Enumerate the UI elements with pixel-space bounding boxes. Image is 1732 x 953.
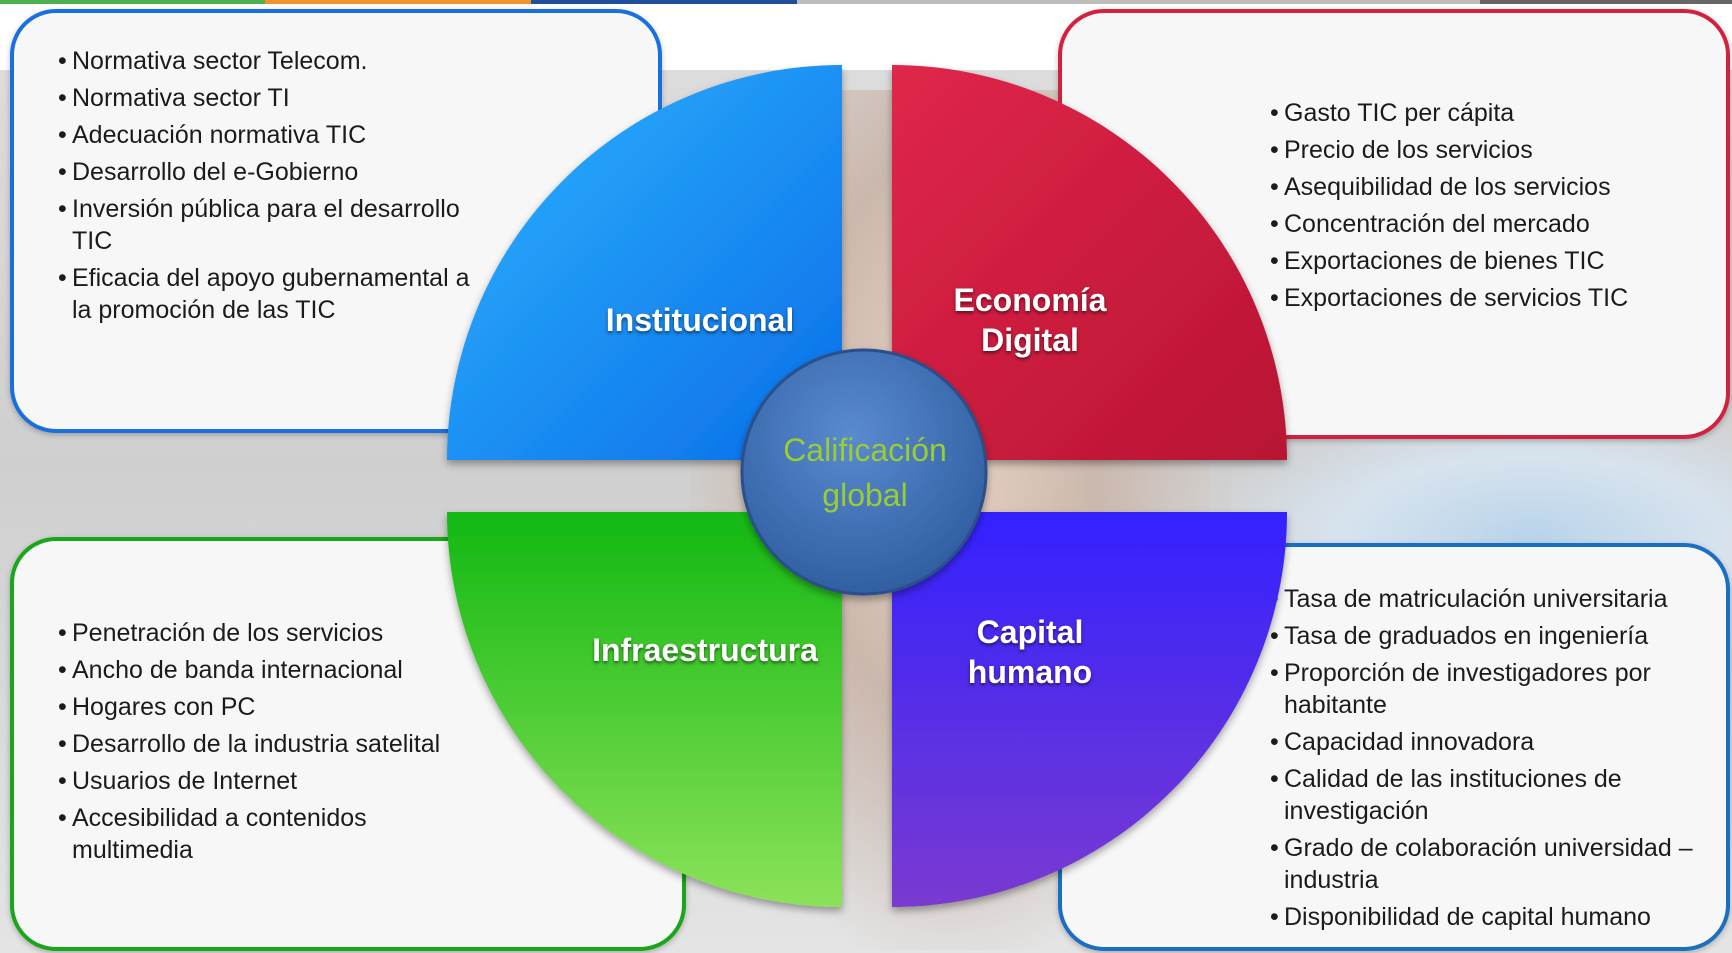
list-item: Disponibilidad de capital humano <box>1270 901 1710 933</box>
institucional-label: Institucional <box>605 302 795 338</box>
infraestructura-list: Penetración de los servicios Ancho de ba… <box>58 617 478 871</box>
strip-dark <box>1480 0 1732 4</box>
strip-orange <box>265 0 531 4</box>
strip-gray <box>797 0 1480 4</box>
list-item: Tasa de matriculación universitaria <box>1270 583 1710 615</box>
center-label: Calificación global <box>783 432 947 513</box>
list-item: Calidad de las instituciones de investig… <box>1270 763 1710 827</box>
list-item: Precio de los servicios <box>1270 134 1690 166</box>
list-item: Exportaciones de servicios TIC <box>1270 282 1690 314</box>
strip-blue <box>531 0 797 4</box>
list-item: Normativa sector Telecom. <box>58 45 478 77</box>
top-color-strip <box>0 0 1732 4</box>
center-circle <box>740 348 988 596</box>
list-item: Ancho de banda internacional <box>58 654 478 686</box>
list-item: Desarrollo del e-Gobierno <box>58 156 478 188</box>
institucional-quadrant <box>447 65 842 460</box>
list-item: Normativa sector TI <box>58 82 478 114</box>
capital-list: Tasa de matriculación universitaria Tasa… <box>1270 583 1710 938</box>
list-item: Tasa de graduados en ingeniería <box>1270 620 1710 652</box>
economia-quadrant <box>892 65 1287 460</box>
capital-label: Capital humano <box>967 614 1093 690</box>
strip-green <box>0 0 265 4</box>
list-item: Hogares con PC <box>58 691 478 723</box>
infraestructura-quadrant <box>447 512 842 907</box>
institucional-list: Normativa sector Telecom. Normativa sect… <box>58 45 478 331</box>
list-item: Inversión pública para el desarrollo TIC <box>58 193 478 257</box>
list-item: Asequibilidad de los servicios <box>1270 171 1690 203</box>
capital-quadrant <box>892 512 1287 907</box>
economia-list: Gasto TIC per cápita Precio de los servi… <box>1270 97 1690 319</box>
list-item: Concentración del mercado <box>1270 208 1690 240</box>
list-item: Eficacia del apoyo gubernamental a la pr… <box>58 262 478 326</box>
list-item: Usuarios de Internet <box>58 765 478 797</box>
list-item: Exportaciones de bienes TIC <box>1270 245 1690 277</box>
list-item: Capacidad innovadora <box>1270 726 1710 758</box>
list-item: Accesibilidad a contenidos multimedia <box>58 802 478 866</box>
list-item: Grado de colaboración universidad –indus… <box>1270 832 1710 896</box>
list-item: Penetración de los servicios <box>58 617 478 649</box>
economia-label: Economía Digital <box>953 282 1107 358</box>
infraestructura-label: Infraestructura <box>592 632 818 668</box>
list-item: Gasto TIC per cápita <box>1270 97 1690 129</box>
list-item: Adecuación normativa TIC <box>58 119 478 151</box>
list-item: Desarrollo de la industria satelital <box>58 728 478 760</box>
list-item: Proporción de investigadores por habitan… <box>1270 657 1710 721</box>
